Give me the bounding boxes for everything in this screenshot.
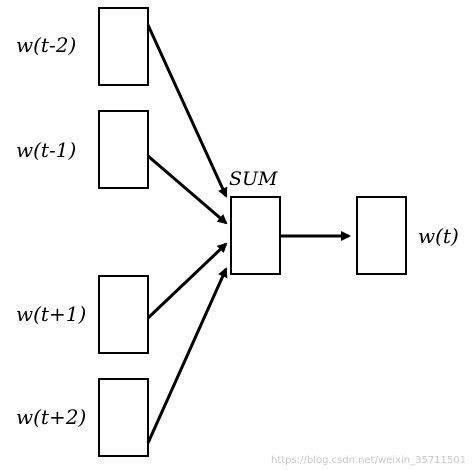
input-box-t-plus-2 [98,378,149,457]
output-box [356,196,407,275]
sum-box [230,196,281,275]
edge-t-minus-2-to-sum [146,24,228,198]
sum-label: SUM [229,168,278,190]
watermark-text: https://blog.csdn.net/weixin_35711501 [271,455,466,466]
input-label-t-plus-2: w(t+2) [16,405,86,429]
output-label: w(t) [418,224,459,248]
input-label-t-minus-2: w(t-2) [16,33,76,57]
input-box-t-plus-1 [98,275,149,354]
input-box-t-minus-2 [98,7,149,86]
input-box-t-minus-1 [98,110,149,189]
edge-t-minus-1-to-sum [147,154,228,225]
input-label-t-minus-1: w(t-1) [16,138,76,162]
edge-t-plus-2-to-sum [146,267,228,444]
edge-t-plus-1-to-sum [146,242,228,320]
input-label-t-plus-1: w(t+1) [16,302,86,326]
